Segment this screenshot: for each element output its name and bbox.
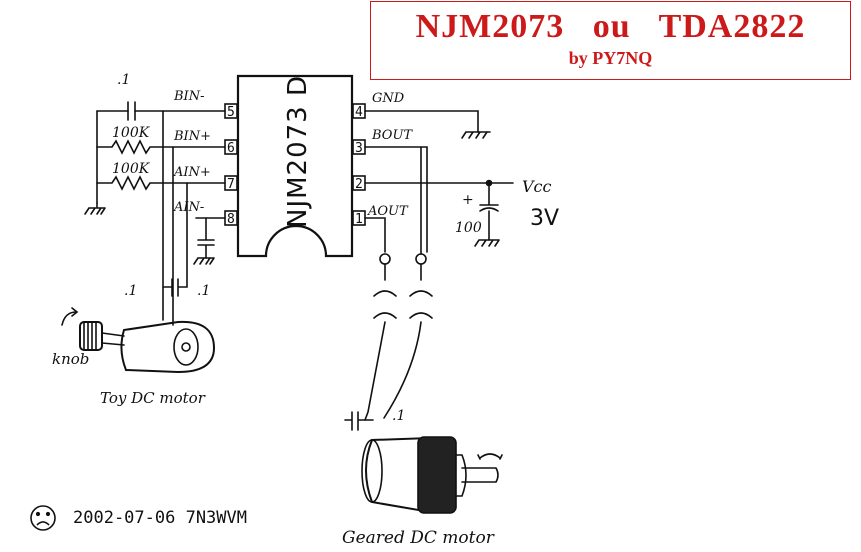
title-box: NJM2073 ou TDA2822 by PY7NQ [370,1,851,80]
pin-8-name: AIN- [173,200,204,215]
vcc-label: Vcc [522,177,552,196]
geared-motor-caption: Geared DC motor [342,528,495,548]
pin-3-number: 3 [355,141,363,156]
cap-left-value: .1 [124,283,137,299]
r1-value: 100K [112,125,151,141]
knob-label: knob [52,350,89,368]
cap-right-value: .1 [197,283,210,299]
pin-4-name: GND [372,91,405,106]
pin-2-number: 2 [355,177,363,192]
cap-supply-value: 100 [455,220,482,236]
footer-date: 2002-07-06 7N3WVM [73,508,247,528]
voltage-label: 3V [530,206,559,231]
pin-7-number: 7 [227,177,235,192]
pin-5-number: 5 [227,105,235,120]
pin-4-number: 4 [355,105,363,120]
title-sub: by PY7NQ [568,48,653,68]
pin-7-name: AIN+ [173,165,211,180]
r2-value: 100K [112,161,151,177]
ic-body [236,74,354,258]
cap-supply-plus: + [462,192,474,208]
pin-8-number: 8 [227,212,235,227]
cap-motor-value: .1 [392,408,405,424]
pin-3-name: BOUT [371,128,413,143]
pin-1-name: AOUT [367,204,409,219]
pin-6-number: 6 [227,141,235,156]
toy-motor-caption: Toy DC motor [100,389,206,407]
pin-5-name: BIN- [173,89,204,104]
sad-face-icon [30,505,56,531]
cap-in-value: .1 [117,72,130,88]
pin-1-number: 1 [355,212,363,227]
chip-label: NJM2073 D [283,75,313,228]
pin-6-name: BIN+ [173,129,211,144]
title-main: NJM2073 ou TDA2822 [415,8,806,45]
